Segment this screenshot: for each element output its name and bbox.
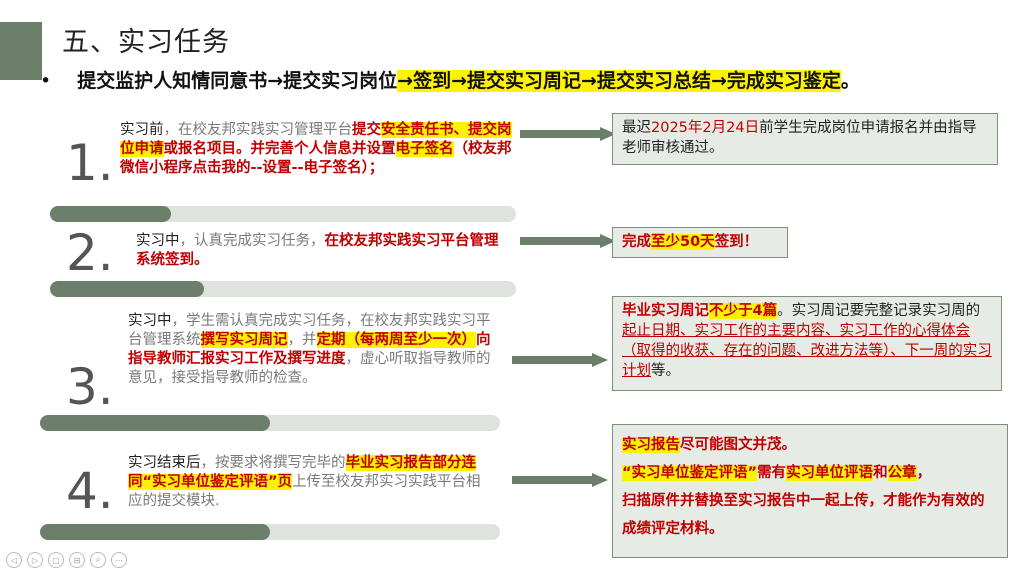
note-underlined: 起止日期、实习工作的主要内容、实习工作的心得体会（取得的收获、存在的问题、改进方… [622,323,992,379]
page-title: 五、实习任务 [62,27,230,58]
more-options-icon[interactable]: ⋯ [111,552,127,568]
step-text: 在校友邦实践实习平台管理系统签到。 [136,233,499,268]
step-number: 1. [66,134,114,192]
bullet-dot: • [40,70,52,92]
step-2-note-box: 完成至少50天签到！ [612,227,788,258]
step-1-progress-track [50,206,516,222]
note-date: 2025年2月24日 [651,120,760,136]
flow-step-2: 提交实习岗位 [283,70,398,92]
step-phase: 实习中 [128,313,172,329]
step-2-progress-track [50,281,516,297]
step-text: 提交 [468,122,497,138]
note-highlight: 实习报告 [622,437,680,453]
flow-arrow: → [710,70,727,92]
step-text: 撰写实习周记 [200,332,288,348]
step-4-note-box: 实习报告尽可能图文并茂。 “实习单位鉴定评语”需有实习单位评语和公章， 扫描原件… [612,424,1008,558]
slide-sorter-icon[interactable]: ▢ [48,552,64,568]
flow-step-1: 提交监护人知情同意书 [77,70,268,92]
step-text: 或报名项目。并完善个人信息并设置 [163,141,396,157]
step-text: ，学生需认真完成实习任务，在校友邦实践实习平台管理系统 [128,313,491,348]
flow-step-5: 提交实习总结 [596,70,711,92]
note-text: 。实习周记要完整记录实习周的 [777,303,981,319]
step-3-note-box: 毕业实习周记不少于4篇。实习周记要完整记录实习周的起止日期、实习工作的主要内容、… [612,296,1002,391]
step-3-progress-fill [40,415,270,431]
title-accent-bar [0,22,42,80]
note-text: 签到！ [714,234,759,250]
step-phase: 实习中 [136,233,180,249]
step-text: （校友邦微信小程序点击我的--设置--电子签名）； [120,141,512,176]
step-2-description: 实习中，认真完成实习任务，在校友邦实践实习平台管理系统签到。 [136,232,506,270]
note-text: 尽可能图文并茂。 [680,437,796,453]
process-flow: •提交监护人知情同意书→提交实习岗位→签到→提交实习周记→提交实习总结→完成实习… [40,66,860,93]
flow-step-3: 签到 [413,70,452,92]
arrow-right-icon [520,234,616,248]
step-text: ，虚心听取指导教师的意见，接受指导教师的检查。 [128,351,491,386]
arrow-right-icon [512,353,608,367]
arrow-right-icon [512,473,608,487]
note-text: 毕业实习周记 [622,303,709,319]
step-3-description: 实习中，学生需认真完成实习任务，在校友邦实践实习平台管理系统撰写实习周记，并定期… [128,312,492,388]
step-text: 定期（每两周至少一次） [316,332,476,348]
previous-slide-icon[interactable]: ◁ [6,552,22,568]
note-text: 等。 [651,363,680,379]
note-highlight: 实习单位评语 [786,465,874,481]
flow-end: 。 [840,70,860,92]
step-text: 上传至校友邦实习实践平台相应的提交模块. [128,474,481,509]
step-1-description: 实习前，在校友邦实践实习管理平台提交安全责任书、提交岗位申请或报名项目。并完善个… [120,121,522,178]
note-text: 扫描原件并替换至实习报告中一起上传，才能作为有效的成绩评定材料。 [622,493,985,537]
step-number: 4. [66,462,114,520]
note-text: 完成 [622,234,651,250]
step-4-progress-fill [40,524,270,540]
note-highlight: 至少50天 [651,234,715,250]
next-slide-icon[interactable]: ▷ [27,552,43,568]
flow-arrow: → [451,70,468,92]
step-2-progress-fill [50,281,204,297]
step-4-description: 实习结束后，按要求将撰写完毕的毕业实习报告部分连同“实习单位鉴定评语”页上传至校… [128,454,492,511]
step-4-progress-track [40,524,500,540]
flow-step-4: 提交实习周记 [467,70,582,92]
step-text: 电子签名 [395,141,454,157]
pen-menu-icon[interactable]: ⊟ [69,552,85,568]
note-highlight: “实习单位鉴定评语” [622,465,758,481]
note-highlight: 公章 [887,465,917,481]
step-text: 安全责任书、 [381,122,468,138]
flow-arrow: → [581,70,597,92]
note-text: 需有 [757,465,787,481]
step-text: ，并 [287,332,317,348]
note-text: 前学生完成岗位申请报名并由指导老师审核通过。 [622,120,977,156]
step-text: 提交 [352,122,381,138]
slideshow-nav: ◁ ▷ ▢ ⊟ ⌕ ⋯ [6,552,127,568]
step-1-progress-fill [50,206,172,222]
flow-arrow: → [397,70,414,92]
step-text: 向指导教师汇报实习工作及撰写进度 [128,332,491,367]
step-phase: 实习结束后 [128,455,201,471]
step-text: ，认真完成实习任务， [179,233,325,249]
flow-step-6: 完成实习鉴定 [726,70,841,92]
arrow-right-icon [520,127,616,141]
step-1-note-box: 最迟2025年2月24日前学生完成岗位申请报名并由指导老师审核通过。 [612,113,998,165]
note-highlight: 不少于4篇 [709,303,778,319]
note-text: 和 [873,465,888,481]
step-number: 3. [66,358,114,416]
step-phase: 实习前 [120,122,164,138]
step-3-progress-track [40,415,500,431]
note-text: 最迟 [622,120,651,136]
note-text: ， [916,465,932,481]
flow-arrow: → [267,70,284,92]
step-number: 2. [66,224,114,282]
step-text: ，按要求将撰写完毕的 [200,455,346,471]
zoom-icon[interactable]: ⌕ [90,552,106,568]
step-text: ，在校友邦实践实习管理平台 [163,122,353,138]
